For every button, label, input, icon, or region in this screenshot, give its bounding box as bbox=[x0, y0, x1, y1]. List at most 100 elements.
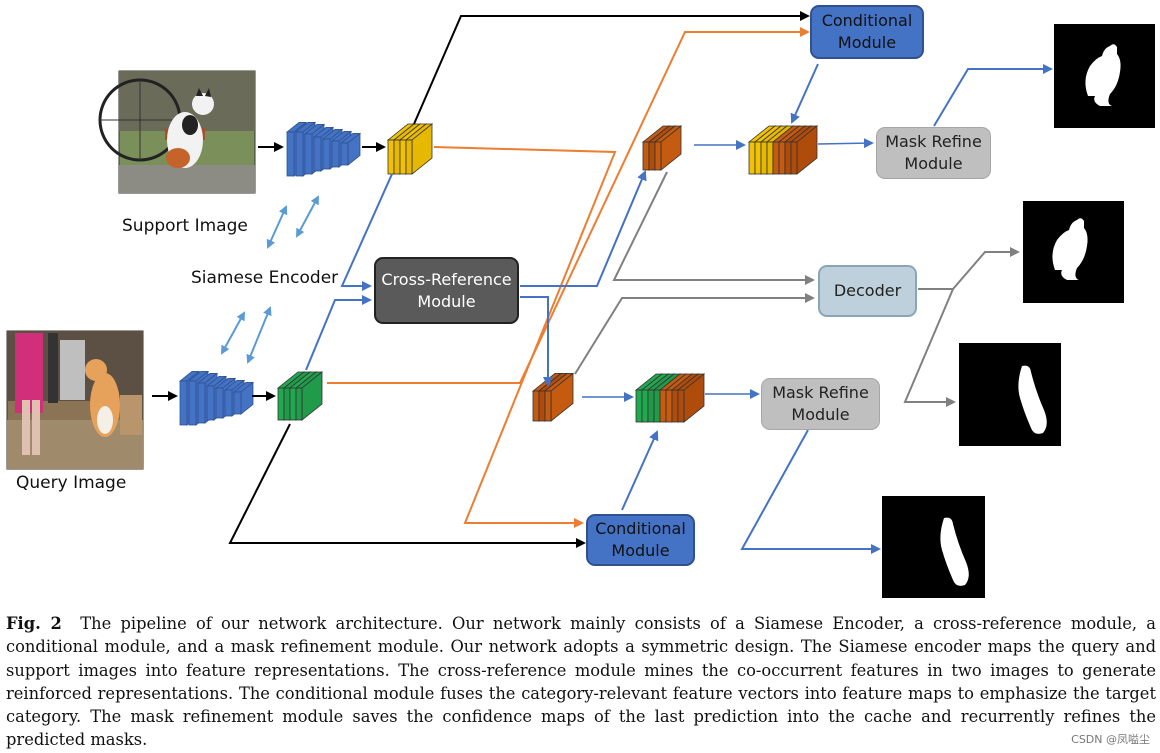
support-to-conditional-arrow bbox=[413, 11, 810, 125]
fused-feature-slice bbox=[772, 141, 780, 175]
mask-face-shape bbox=[0, 0, 3, 6]
mask-refine-module-top-line2: Module bbox=[904, 154, 963, 173]
encoder-layer bbox=[313, 136, 322, 172]
siamese-double-arrow bbox=[266, 205, 288, 249]
crossref-to-bottom-mask-arrow bbox=[520, 296, 553, 387]
figure-label: Fig. 2 bbox=[6, 614, 62, 633]
mask-output-2 bbox=[1023, 201, 1124, 303]
fused-feature-slice bbox=[665, 389, 673, 423]
fused-feature-slice bbox=[671, 389, 679, 423]
support-orange-arrow bbox=[433, 146, 617, 528]
support-to-crossref-arrow bbox=[340, 173, 393, 291]
support-feature-slice bbox=[393, 139, 401, 175]
fused-feature-slice bbox=[659, 389, 667, 423]
fused-feature-slice bbox=[778, 141, 786, 175]
encoder-layer bbox=[206, 385, 215, 421]
pipeline-diagram bbox=[0, 0, 1155, 598]
query-encoder-stack bbox=[178, 370, 255, 426]
encoder-layer bbox=[304, 133, 313, 175]
encoder-layer bbox=[286, 131, 295, 177]
bottom-mask-feature-block bbox=[0, 0, 575, 422]
query-to-crossref-arrow bbox=[305, 295, 372, 371]
fused-feature-slice bbox=[647, 389, 655, 423]
top-conditional-to-fused-arrow bbox=[790, 63, 819, 124]
mask-output-4 bbox=[882, 496, 985, 598]
crossref-to-top-mask-arrow bbox=[520, 170, 647, 287]
query-orange-arrow bbox=[327, 27, 810, 384]
support-image-label: Support Image bbox=[122, 216, 248, 236]
support-feature-block bbox=[386, 123, 434, 175]
mask-feature-slice bbox=[532, 390, 540, 422]
fused-feature-slice bbox=[635, 389, 643, 423]
siamese-double-arrow bbox=[221, 311, 245, 355]
top-fused-to-refine-arrow bbox=[817, 138, 874, 149]
fused-feature-slice bbox=[677, 389, 685, 423]
bottom-conditional-to-fused-arrow bbox=[621, 430, 659, 511]
encoder-layer bbox=[197, 382, 206, 424]
conditional-module-bottom-line2: Module bbox=[611, 541, 670, 560]
query-feature-slice bbox=[277, 387, 285, 421]
support-feature-slice bbox=[399, 139, 407, 175]
query-image-photo bbox=[6, 330, 144, 470]
mask-refine-module-bottom-line2: Module bbox=[791, 405, 850, 424]
mask-feature-slice bbox=[544, 390, 552, 422]
query-feature-slice bbox=[283, 387, 291, 421]
encoder-layer bbox=[233, 391, 242, 415]
decoder-to-mask-2-arrow bbox=[918, 247, 1020, 290]
support-feature-slice bbox=[387, 139, 395, 175]
mask-feature-slice bbox=[648, 141, 656, 171]
top-refine-to-mask-arrow bbox=[933, 64, 1053, 127]
fused-feature-slice bbox=[790, 141, 798, 175]
query-to-conditional-arrow bbox=[228, 423, 586, 548]
decoder-module: Decoder bbox=[818, 265, 917, 317]
top-mask-feature-block bbox=[0, 0, 683, 171]
encoder-layer bbox=[295, 131, 304, 177]
fused-feature-slice bbox=[754, 141, 762, 175]
mask-feature-slice bbox=[642, 141, 650, 171]
bottom-mask-to-decoder-arrow bbox=[574, 293, 815, 375]
encoder-layer bbox=[215, 387, 224, 419]
encoder-layer bbox=[224, 389, 233, 417]
mask-refine-module-top-line1: Mask Refine bbox=[885, 132, 982, 151]
cross-reference-module-line1: Cross-Reference bbox=[381, 269, 512, 289]
query-feature-slice bbox=[295, 387, 303, 421]
support-image-photo bbox=[98, 70, 256, 194]
fused-feature-slice bbox=[766, 141, 774, 175]
cross-reference-module-line2: Module bbox=[417, 291, 476, 311]
mask-output-3 bbox=[959, 343, 1061, 446]
siamese-double-arrow bbox=[246, 306, 272, 364]
siamese-encoder-label: Siamese Encoder bbox=[191, 268, 339, 288]
fused-feature-slice bbox=[653, 389, 661, 423]
top-mask-to-decoder-arrow bbox=[612, 171, 815, 285]
watermark: CSDN @凤嗌尘 bbox=[1071, 733, 1150, 746]
top-conditional-to-bottom-mask-arrow bbox=[560, 40, 683, 374]
siamese-double-arrow bbox=[296, 195, 319, 238]
query-feature-slice bbox=[289, 387, 297, 421]
query-feature-block bbox=[276, 371, 324, 421]
mask-feature-slice bbox=[654, 141, 662, 171]
decoder-to-mask-3-arrow bbox=[903, 288, 956, 407]
figure-caption-text: The pipeline of our network architecture… bbox=[6, 614, 1156, 750]
conditional-module-top-line2: Module bbox=[837, 33, 897, 52]
top-fused-feature-block bbox=[747, 125, 819, 175]
conditional-module-top-line1: Conditional bbox=[821, 11, 913, 30]
mask-feature-slice bbox=[538, 390, 546, 422]
fused-feature-slice bbox=[784, 141, 792, 175]
query-image-label: Query Image bbox=[16, 473, 127, 493]
bottom-refine-to-mask-arrow bbox=[740, 429, 881, 554]
fused-feature-slice bbox=[760, 141, 768, 175]
figure-caption: Fig. 2 The pipeline of our network archi… bbox=[6, 612, 1156, 752]
encoder-layer bbox=[188, 380, 197, 426]
fused-feature-slice bbox=[748, 141, 756, 175]
support-feature-slice bbox=[405, 139, 413, 175]
conditional-module-bottom-line1: Conditional bbox=[595, 519, 686, 538]
encoder-layer bbox=[179, 380, 188, 426]
encoder-layer bbox=[340, 142, 349, 166]
encoder-layer bbox=[331, 140, 340, 168]
bottom-fused-feature-block bbox=[634, 373, 706, 423]
mask-refine-module-bottom-line1: Mask Refine bbox=[772, 383, 869, 402]
